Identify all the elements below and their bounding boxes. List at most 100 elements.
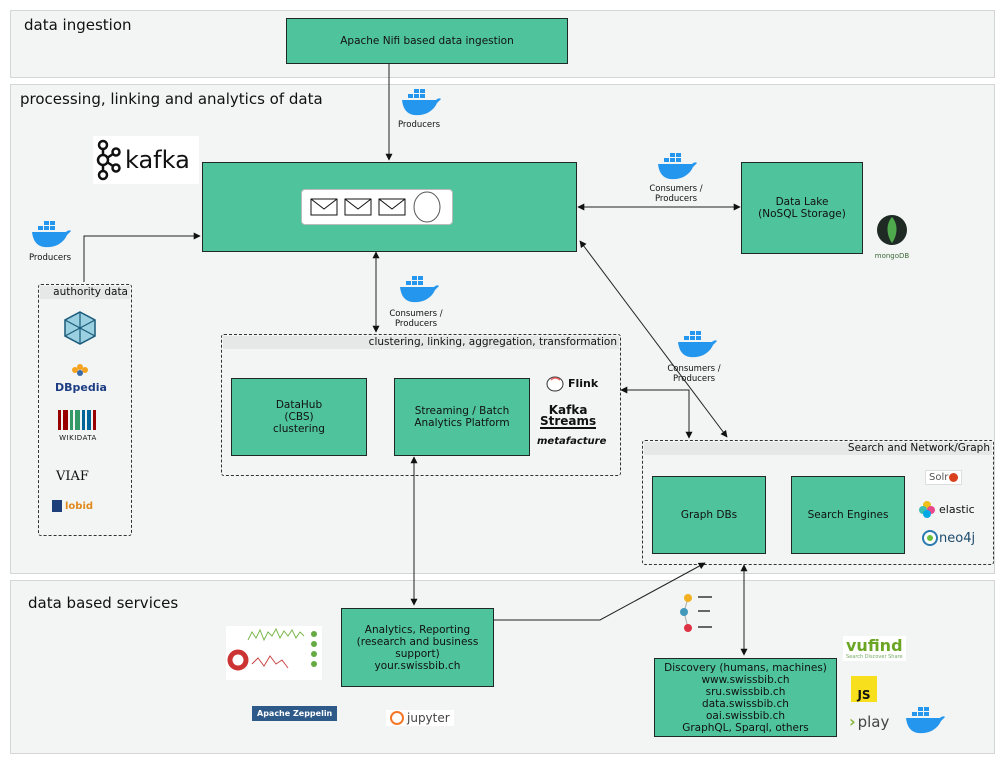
discovery-line: Discovery (humans, machines): [664, 661, 827, 674]
jupyter-icon: [390, 711, 404, 725]
search-engines-box[interactable]: Search Engines: [791, 476, 905, 554]
analytics-label-2: (research and business: [356, 635, 479, 648]
streaming-label-1: Streaming / Batch: [414, 405, 510, 417]
message-envelope-icon: [310, 198, 338, 216]
datahub-label-3: clustering: [273, 423, 325, 435]
mongodb-leaf-icon: [877, 215, 907, 245]
neo4j-logo-text: neo4j: [939, 530, 976, 546]
play-chevron-icon: ›: [849, 712, 856, 731]
vufind-logo: vufind Search Discover Share: [843, 636, 906, 661]
search-engines-label: Search Engines: [807, 509, 889, 521]
datahub-label-1: DataHub: [275, 399, 323, 411]
vufind-logo-text: vufind: [846, 636, 903, 655]
message-envelope-icon: [344, 198, 372, 216]
solr-sun-icon: [949, 473, 959, 482]
docker-whale-icon: [402, 89, 441, 116]
datahub-label-2: (CBS): [284, 411, 314, 423]
authority-data-title: authority data: [40, 286, 130, 299]
message-envelope-icon: [378, 198, 406, 216]
lobid-logo-text: lobid: [65, 500, 94, 512]
discovery-box[interactable]: Discovery (humans, machines) www.swissbi…: [654, 658, 837, 737]
dbpedia-logo-text: DBpedia: [55, 381, 107, 394]
graph-relationship-icon: [680, 594, 712, 632]
streaming-platform-box[interactable]: Streaming / Batch Analytics Platform: [394, 378, 530, 456]
wikidata-barcode-icon: [58, 410, 96, 430]
empty-slot-icon: [413, 191, 441, 223]
lobid-logo: lobid: [52, 500, 93, 512]
consumers-producers-label: Consumers / Producers: [658, 364, 730, 384]
docker-whale-icon: [32, 221, 71, 248]
docker-whale-icon: [906, 707, 945, 734]
clustering-group-title: clustering, linking, aggregation, transf…: [223, 336, 619, 349]
data-lake-label-2: (NoSQL Storage): [758, 208, 846, 220]
docker-whale-icon: [400, 276, 439, 303]
kafka-streams-logo: Kafka Streams: [540, 403, 597, 429]
vufind-tagline: Search Discover Share: [846, 654, 903, 660]
streaming-label-2: Analytics Platform: [414, 417, 510, 429]
consumers-label: Consumers /: [667, 364, 721, 374]
graph-dbs-box[interactable]: Graph DBs: [652, 476, 766, 554]
flink-squirrel-icon: [546, 376, 564, 392]
docker-whale-icon: [678, 331, 717, 358]
kafka-logo-text: kafka: [125, 146, 190, 174]
producers-label: Producers: [672, 374, 716, 384]
wikidata-logo: WIKIDATA: [54, 410, 102, 442]
analytics-label-3: support): [395, 647, 440, 660]
dbpedia-logo: DBpedia: [55, 362, 107, 394]
discovery-line: oai.swissbib.ch: [705, 709, 786, 722]
search-network-group-title: Search and Network/Graph: [644, 442, 992, 455]
jupyter-logo: jupyter: [386, 710, 454, 726]
elastic-logo: elastic: [918, 500, 975, 518]
flink-logo-text: Flink: [568, 376, 599, 390]
mongodb-logo: mongoDB: [870, 212, 914, 260]
neo4j-logo: neo4j: [922, 530, 975, 546]
kafka-message-queue: [301, 189, 453, 225]
datahub-box[interactable]: DataHub (CBS) clustering: [231, 378, 367, 456]
play-logo-text: play: [857, 712, 890, 731]
lobid-icon: [52, 500, 62, 512]
discovery-line: www.swissbib.ch: [701, 673, 790, 686]
nifi-ingestion-box[interactable]: Apache Nifi based data ingestion: [286, 18, 568, 64]
processing-title: processing, linking and analytics of dat…: [20, 90, 323, 108]
consumers-producers-label: Consumers / Producers: [640, 184, 712, 204]
consumers-label: Consumers /: [389, 309, 443, 319]
kafka-streams-text-1: Kafka: [548, 403, 588, 417]
data-lake-label-1: Data Lake: [775, 196, 829, 208]
dbpedia-icon: [72, 364, 88, 376]
docker-whale-icon: [658, 153, 697, 180]
kafka-broker-box[interactable]: [202, 162, 577, 252]
kafka-logo: kafka: [93, 136, 199, 184]
producers-label: Producers: [397, 120, 441, 130]
elastic-logo-text: elastic: [939, 502, 975, 516]
consumers-producers-label: Consumers / Producers: [380, 309, 452, 329]
graph-dbs-label: Graph DBs: [680, 509, 738, 521]
metafacture-logo: metafacture: [537, 436, 607, 447]
analytics-label-1: Analytics, Reporting: [364, 623, 471, 636]
kafka-streams-text-2: Streams: [540, 414, 597, 429]
mongodb-logo-text: mongoDB: [874, 252, 910, 260]
gnd-network-icon: [64, 311, 96, 345]
analytics-label-4: your.swissbib.ch: [374, 659, 461, 672]
solr-logo: Solr: [925, 470, 963, 485]
jupyter-logo-text: jupyter: [407, 711, 450, 725]
analytics-reporting-box[interactable]: Analytics, Reporting (research and busin…: [341, 608, 494, 687]
wikidata-logo-text: WIKIDATA: [59, 434, 97, 442]
consumers-label: Consumers /: [649, 184, 703, 194]
discovery-line: sru.swissbib.ch: [705, 685, 786, 698]
producers-label: Producers: [394, 319, 438, 329]
zeppelin-logo-text: Apache Zeppelin: [257, 709, 333, 718]
data-lake-box[interactable]: Data Lake (NoSQL Storage): [741, 162, 863, 254]
viaf-logo: VIAF: [56, 469, 89, 484]
js-logo-text: JS: [857, 688, 871, 702]
elastic-icon: [919, 501, 935, 518]
nifi-ingestion-label: Apache Nifi based data ingestion: [340, 35, 514, 47]
ingestion-title: data ingestion: [24, 16, 132, 34]
discovery-line: GraphQL, Sparql, others: [682, 721, 809, 734]
producers-label: Producers: [654, 194, 698, 204]
play-logo: › play: [849, 712, 889, 731]
services-title: data based services: [28, 594, 179, 612]
kafka-icon: [96, 139, 121, 181]
zeppelin-logo: Apache Zeppelin: [252, 706, 338, 721]
js-logo: JS: [851, 676, 877, 702]
